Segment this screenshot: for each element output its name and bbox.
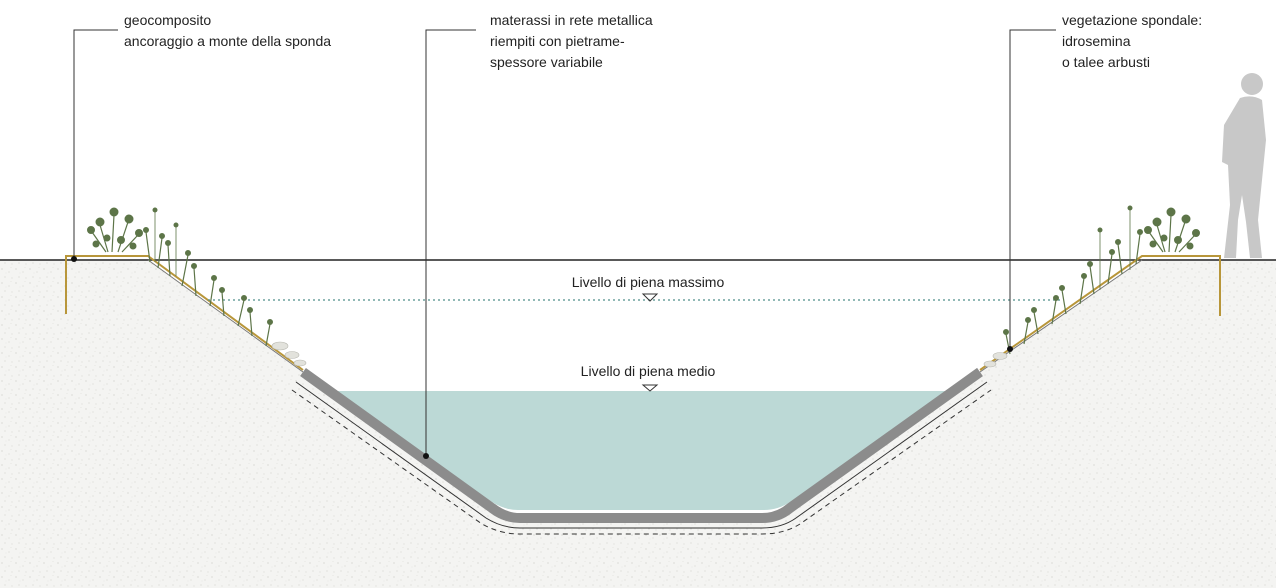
- geocomposite-leader-dot: [71, 256, 77, 262]
- bank-stones-left: [271, 341, 307, 367]
- person-silhouette: [1222, 73, 1266, 259]
- vegetation-leader-dot: [1007, 346, 1013, 352]
- bank-stones-right: [983, 352, 1008, 368]
- mattress-leader-dot: [423, 453, 429, 459]
- right-bank-edge: [979, 259, 1143, 373]
- mean-flood-level-marker: [641, 384, 659, 392]
- gabion-mattress: [300, 367, 983, 523]
- vegetation-leader-line: [1009, 29, 1056, 349]
- geocomposite-right: [979, 255, 1221, 371]
- mean-flood-level-label: Livello di piena medio: [581, 363, 716, 379]
- vegetation-left: [87, 207, 273, 347]
- left-bank-edge: [147, 259, 304, 373]
- water-body: [334, 391, 950, 510]
- mattress-outline: [295, 381, 988, 529]
- ground-section: [0, 260, 1276, 588]
- mattress-label: materassi in rete metallica riempiti con…: [490, 12, 657, 70]
- mattress-leader-line: [425, 29, 476, 456]
- geocomposite-label: geocomposito ancoraggio a monte della sp…: [124, 12, 331, 49]
- geocomposite-left: [65, 255, 304, 371]
- max-flood-level-label: Livello di piena massimo: [572, 274, 725, 290]
- max-flood-level-marker: [641, 293, 659, 302]
- geocomposite-leader-line: [73, 29, 118, 259]
- vegetation-right: [1003, 205, 1200, 355]
- vegetation-label: vegetazione spondale: idrosemina o talee…: [1062, 12, 1206, 70]
